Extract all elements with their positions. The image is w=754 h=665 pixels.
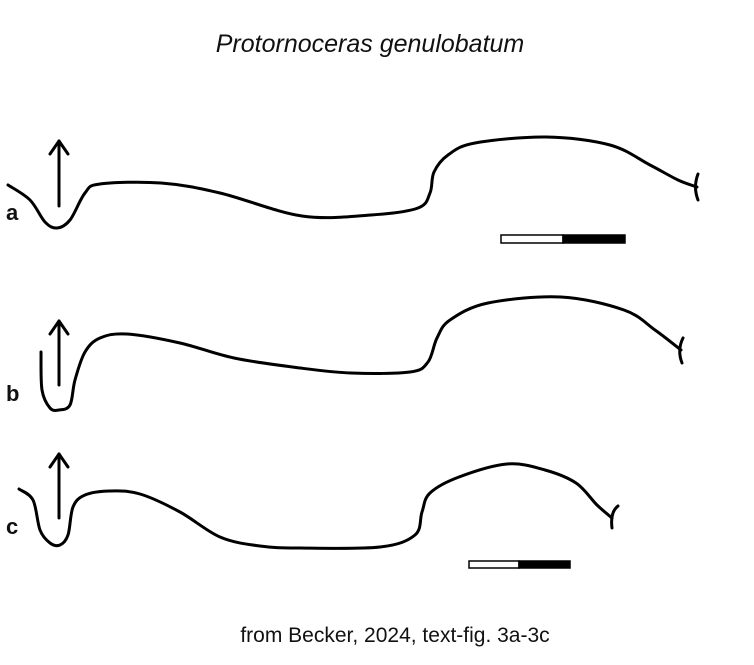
arrow-icon-b [48,319,70,387]
arrow-icon-a [48,139,70,208]
saddle-tick-c [610,504,620,530]
label-a: a [6,200,19,225]
scale-bar-c [468,560,571,569]
label-c: c [6,514,19,539]
arrow-icon-c [48,452,70,520]
figure-title: Protornoceras genulobatum [215,30,525,58]
suture-line-b [39,295,683,412]
saddle-tick-a [694,172,700,202]
suture-line-a [6,135,699,230]
saddle-tick-b [678,336,685,365]
figure-caption: from Becker, 2024, text-fig. 3a-3c [240,624,550,647]
suture-line-c [17,462,614,550]
scale-bar-a [500,234,626,244]
label-b: b [6,381,20,406]
